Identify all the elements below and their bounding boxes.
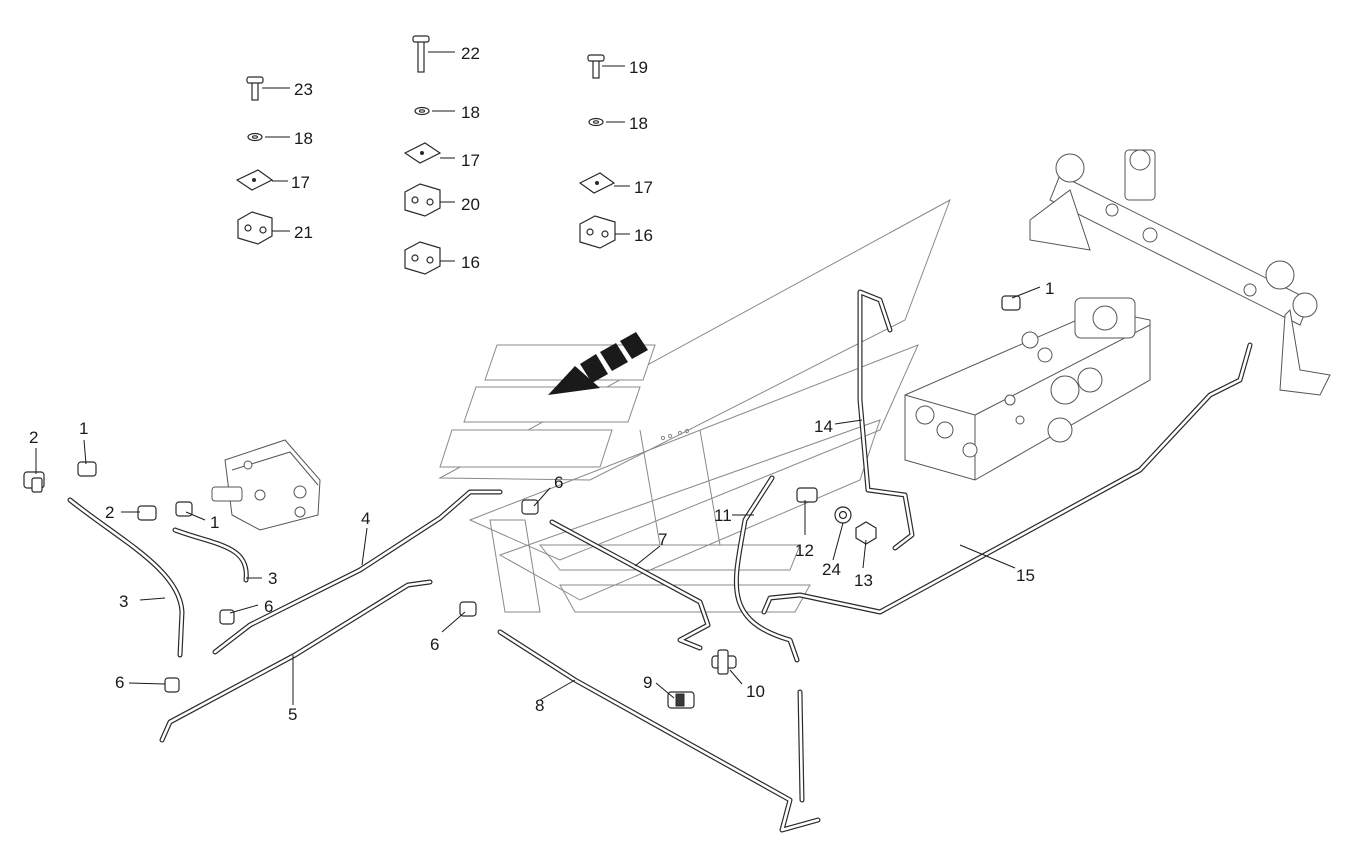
callout-3: 3 — [119, 592, 128, 611]
callout-9: 9 — [643, 673, 652, 692]
callout-11: 11 — [714, 506, 732, 525]
adapter-fitting-icon — [521, 499, 539, 515]
fittings — [23, 35, 1021, 709]
sensor-fitting-icon — [667, 691, 695, 709]
long-bolt-icon — [412, 35, 430, 73]
seal-ring-icon — [834, 506, 852, 524]
callout-1: 1 — [210, 513, 219, 532]
nut-icon — [855, 521, 877, 545]
clamp-block-icon — [404, 183, 441, 217]
callout-15: 15 — [1016, 566, 1035, 585]
callout-23: 23 — [294, 80, 313, 99]
leader-lines — [35, 51, 1041, 705]
callout-13: 13 — [854, 571, 873, 590]
hydraulic-pipes — [67, 289, 1253, 833]
callout-6: 6 — [430, 635, 439, 654]
callout-24: 24 — [822, 560, 841, 579]
clamp-block-icon — [237, 211, 273, 245]
adapter-fitting-icon — [1001, 295, 1021, 311]
elbow-fitting-icon — [23, 471, 45, 493]
clamp-plate-icon — [235, 169, 274, 191]
callout-6: 6 — [115, 673, 124, 692]
bolt-icon — [587, 54, 605, 79]
elbow-fitting-icon — [137, 505, 157, 521]
callout-labels: 23 18 17 21 22 18 17 20 16 19 18 17 16 1… — [29, 44, 1054, 724]
washer-icon — [414, 106, 430, 116]
adapter-fitting-icon — [77, 461, 97, 477]
callout-16: 16 — [461, 253, 480, 272]
callout-18: 18 — [461, 103, 480, 122]
callout-8: 8 — [535, 696, 544, 715]
callout-19: 19 — [629, 58, 648, 77]
callout-20: 20 — [461, 195, 480, 214]
callout-1: 1 — [1045, 279, 1054, 298]
washer-icon — [588, 117, 604, 127]
clamp-block-icon — [579, 215, 616, 249]
callout-17: 17 — [634, 178, 653, 197]
clamp-plate-icon — [578, 172, 616, 194]
callout-17: 17 — [461, 151, 480, 170]
callout-6: 6 — [264, 597, 273, 616]
callout-14: 14 — [814, 417, 833, 436]
adapter-fitting-icon — [796, 487, 818, 503]
adapter-fitting-icon — [164, 677, 180, 693]
callout-16: 16 — [634, 226, 653, 245]
callout-22: 22 — [461, 44, 480, 63]
callout-17: 17 — [291, 173, 310, 192]
chassis-outline — [438, 198, 951, 613]
auxiliary-valve — [211, 439, 321, 531]
tee-fitting-icon — [711, 649, 737, 675]
callout-4: 4 — [361, 509, 370, 528]
front-direction-arrow-icon — [548, 332, 690, 441]
callout-2: 2 — [105, 503, 114, 522]
washer-icon — [247, 132, 263, 142]
bolt-icon — [246, 76, 264, 101]
adapter-fitting-icon — [219, 609, 235, 625]
callout-1: 1 — [79, 419, 88, 438]
callout-12: 12 — [795, 541, 814, 560]
callout-6: 6 — [554, 473, 563, 492]
control-valve-block — [904, 297, 1151, 481]
clamp-plate-icon — [403, 142, 442, 164]
callout-18: 18 — [294, 129, 313, 148]
callout-18: 18 — [629, 114, 648, 133]
clamp-block-icon — [404, 241, 441, 275]
callout-10: 10 — [746, 682, 765, 701]
callout-5: 5 — [288, 705, 297, 724]
callout-2: 2 — [29, 428, 38, 447]
callout-7: 7 — [658, 530, 667, 549]
callout-21: 21 — [294, 223, 313, 242]
callout-3: 3 — [268, 569, 277, 588]
hydraulic-manifold-bracket — [1029, 149, 1331, 396]
